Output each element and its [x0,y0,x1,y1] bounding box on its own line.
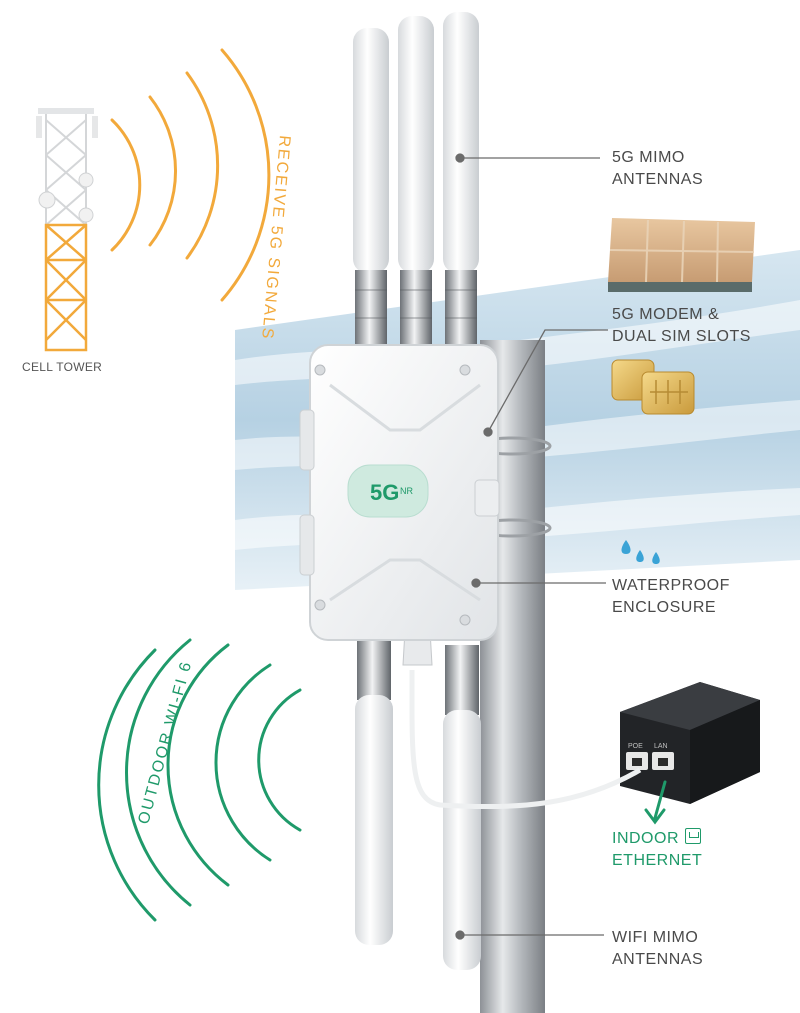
indoor-line1: INDOOR [612,828,702,850]
mimo-5g-line2: ANTENNAS [612,171,704,188]
device-badge-nr: NR [400,486,413,496]
device-badge-5g: 5G [370,480,399,505]
cell-tower-label: CELL TOWER [22,360,103,374]
receive-5g-signals-label: RECEIVE 5G SIGNALS [258,135,293,342]
indoor-line2: ETHERNET [612,852,703,869]
modem-sim-label: 5G MODEM & DUAL SIM SLOTS [612,304,751,348]
modem-board-illustration [608,218,755,292]
waterproof-line2: ENCLOSURE [612,599,717,616]
sim-cards-illustration [611,359,695,415]
mimo-5g-line1: 5G MIMO [612,149,685,166]
callout-lines [455,153,608,940]
water-drops-icon [621,540,660,564]
ethernet-arrow [644,780,667,825]
waterproof-enclosure-label: WATERPROOF ENCLOSURE [612,575,730,619]
router-enclosure [299,344,500,641]
poe-port-label: POE [628,743,643,750]
lan-port-label: LAN [654,743,668,750]
wifi-mimo-line2: ANTENNAS [612,951,704,968]
wifi-mimo-antennas-label: WIFI MIMO ANTENNAS [612,927,703,971]
bottom-antennas [355,629,481,970]
mimo-5g-antennas-label: 5G MIMO ANTENNAS [612,147,703,191]
cell-tower-illustration [36,108,98,352]
waterproof-line1: WATERPROOF [612,577,730,594]
signal-wifi-arcs [97,638,302,922]
ethernet-cable [409,669,642,810]
outdoor-wifi-label: OUTDOOR WI-FI 6 [135,659,195,826]
wifi-mimo-line1: WIFI MIMO [612,929,699,946]
poe-injector-illustration [620,682,760,804]
indoor-ethernet-label: INDOOR ETHERNET [612,828,702,872]
modem-line1: 5G MODEM & [612,306,720,323]
signal-5g-arcs [110,48,271,302]
ethernet-port-icon [685,828,701,844]
modem-line2: DUAL SIM SLOTS [612,328,751,345]
top-antennas [353,12,479,350]
